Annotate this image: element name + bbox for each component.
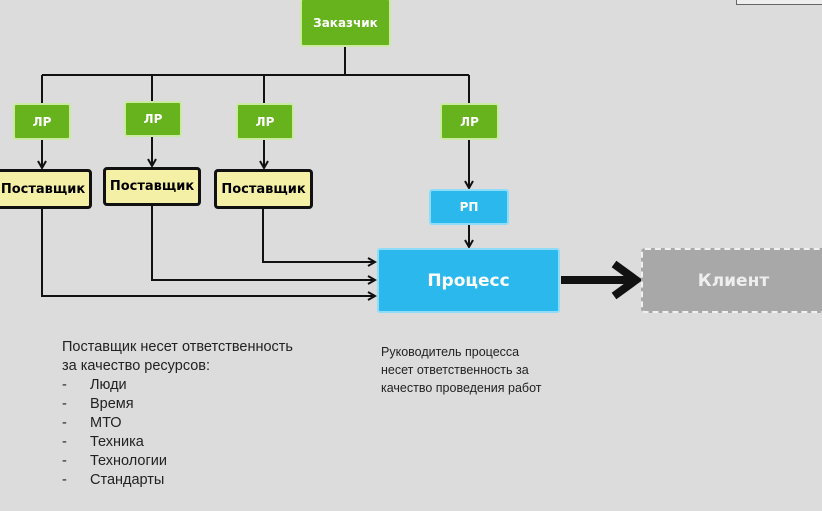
list-item: - МТО (62, 414, 293, 433)
bullet: - (62, 434, 67, 450)
list-item: - Люди (62, 376, 293, 395)
window-frame-corner (736, 0, 822, 5)
arrow-supplier1-process (41, 208, 375, 296)
list-item: - Техника (62, 433, 293, 452)
process-label: Процесс (427, 270, 510, 291)
arrow-supplier2-process (151, 206, 375, 280)
rp-label: РП (459, 200, 479, 214)
note-line: качество проведения работ (381, 381, 542, 395)
list-item-text: Техника (90, 434, 144, 450)
arrow-supplier3-process (262, 208, 375, 262)
lr-node-2: ЛР (124, 101, 182, 137)
client-node: Клиент (641, 248, 822, 313)
supplier-responsibility-note: Поставщик несет ответственность за качес… (62, 338, 293, 490)
supplier-label: Поставщик (221, 181, 306, 197)
list-item: - Стандарты (62, 471, 293, 490)
client-label: Клиент (697, 270, 770, 291)
list-item-text: Стандарты (90, 472, 165, 488)
bullet: - (62, 377, 67, 393)
lr-label: ЛР (460, 114, 479, 129)
list-item-text: Люди (90, 377, 127, 393)
supplier-label: Поставщик (0, 181, 86, 197)
list-item-text: Технологии (90, 453, 167, 469)
note-line: несет ответственность за (381, 363, 529, 377)
lr-label: ЛР (255, 114, 275, 129)
supplier-node-2: Поставщик (103, 167, 201, 206)
process-node: Процесс (377, 248, 560, 313)
manager-responsibility-note: Руководитель процесса несет ответственно… (381, 343, 541, 397)
bullet: - (62, 472, 67, 488)
list-item: - Время (62, 395, 293, 414)
note-heading-line: за качество ресурсов: (62, 358, 211, 374)
lr-node-1: ЛР (13, 103, 71, 140)
list-item-text: Время (90, 396, 134, 412)
list-item: - Технологии (62, 452, 293, 471)
supplier-node-3: Поставщик (214, 169, 313, 209)
bullet: - (62, 453, 67, 469)
lr-label: ЛР (32, 114, 52, 129)
note-heading-line: Поставщик несет ответственность (62, 339, 293, 355)
note-line: Руководитель процесса (381, 345, 520, 359)
lr-node-4: ЛР (440, 103, 499, 140)
lr-label: ЛР (143, 112, 163, 126)
list-item-text: МТО (90, 415, 122, 431)
supplier-label: Поставщик (109, 179, 195, 194)
bullet: - (62, 415, 67, 431)
rp-node: РП (429, 189, 509, 225)
supplier-node-1: Поставщик (0, 169, 92, 209)
customer-label: Заказчик (313, 15, 378, 30)
arrow-process-client (561, 260, 643, 300)
lr-node-3: ЛР (236, 103, 294, 140)
bullet: - (62, 396, 67, 412)
customer-node: Заказчик (300, 0, 391, 47)
